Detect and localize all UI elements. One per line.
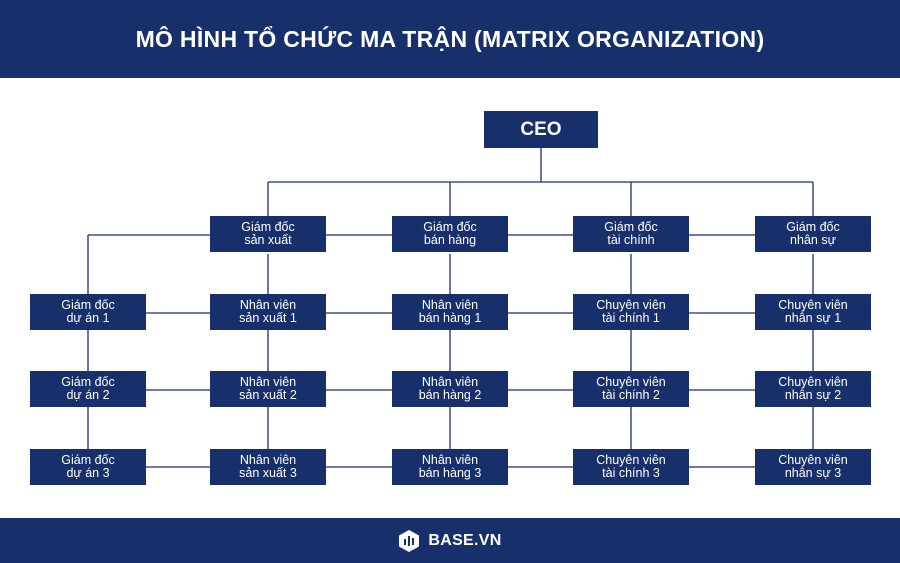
project-director-1-box: Giám đốc dự án 1 xyxy=(30,294,146,330)
sales-staff-2-line2: bán hàng 2 xyxy=(418,388,482,402)
project-director-3-line1: Giám đốc xyxy=(61,453,115,467)
production-staff-1-line1: Nhân viên xyxy=(239,298,297,312)
director-production-line2: sản xuất xyxy=(244,233,292,247)
production-staff-2-line1: Nhân viên xyxy=(239,375,297,389)
finance-specialist-3-line1: Chuyên viên xyxy=(596,453,666,467)
hr-specialist-3-line1: Chuyên viên xyxy=(778,453,848,467)
director-hr-line1: Giám đốc xyxy=(786,220,840,234)
sales-staff-1-line1: Nhân viên xyxy=(421,298,479,312)
project-director-2-line1: Giám đốc xyxy=(61,375,115,389)
production-staff-3-line2: sản xuất 3 xyxy=(239,466,297,480)
director-hr-box: Giám đốc nhân sự xyxy=(755,216,871,252)
hr-specialist-3-box: Chuyên viên nhân sự 3 xyxy=(755,449,871,485)
brand-name: BASE.VN xyxy=(428,531,502,549)
director-sales-line2: bán hàng xyxy=(423,233,477,247)
production-staff-3-box: Nhân viên sản xuất 3 xyxy=(210,449,326,485)
production-staff-2-box: Nhân viên sản xuất 2 xyxy=(210,371,326,407)
sales-staff-3-box: Nhân viên bán hàng 3 xyxy=(392,449,508,485)
hr-specialist-2-box: Chuyên viên nhân sự 2 xyxy=(755,371,871,407)
production-staff-3-line1: Nhân viên xyxy=(239,453,297,467)
hr-specialist-3-line2: nhân sự 3 xyxy=(784,466,842,480)
project-director-3-line2: dự án 3 xyxy=(66,466,110,480)
production-staff-1-line2: sản xuất 1 xyxy=(239,311,297,325)
project-director-2-line2: dự án 2 xyxy=(66,388,110,402)
director-sales-line1: Giám đốc xyxy=(423,220,477,234)
finance-specialist-1-line1: Chuyên viên xyxy=(596,298,666,312)
sales-staff-3-line2: bán hàng 3 xyxy=(418,466,482,480)
project-director-3-box: Giám đốc dự án 3 xyxy=(30,449,146,485)
hr-specialist-1-line2: nhân sự 1 xyxy=(784,311,842,325)
hr-specialist-1-box: Chuyên viên nhân sự 1 xyxy=(755,294,871,330)
page-title: MÔ HÌNH TỔ CHỨC MA TRẬN (MATRIX ORGANIZA… xyxy=(135,25,765,52)
hr-specialist-2-line1: Chuyên viên xyxy=(778,375,848,389)
director-sales-box: Giám đốc bán hàng xyxy=(392,216,508,252)
project-director-1-line2: dự án 1 xyxy=(66,311,110,325)
finance-specialist-2-line1: Chuyên viên xyxy=(596,375,666,389)
ceo-label: CEO xyxy=(520,119,562,140)
hr-specialist-2-line2: nhân sự 2 xyxy=(784,388,842,402)
director-finance-line1: Giám đốc xyxy=(604,220,658,234)
production-staff-2-line2: sản xuất 2 xyxy=(239,388,297,402)
hr-specialist-1-line1: Chuyên viên xyxy=(778,298,848,312)
sales-staff-2-line1: Nhân viên xyxy=(421,375,479,389)
finance-specialist-2-box: Chuyên viên tài chính 2 xyxy=(573,371,689,407)
project-director-2-box: Giám đốc dự án 2 xyxy=(30,371,146,407)
director-finance-box: Giám đốc tài chính xyxy=(573,216,689,252)
footer-bar: BASE.VN xyxy=(0,518,900,563)
brand-logo[interactable]: BASE.VN xyxy=(398,529,501,553)
finance-specialist-1-box: Chuyên viên tài chính 1 xyxy=(573,294,689,330)
sales-staff-3-line1: Nhân viên xyxy=(421,453,479,467)
sales-staff-1-line2: bán hàng 1 xyxy=(418,311,482,325)
director-hr-line2: nhân sự xyxy=(790,233,836,247)
sales-staff-2-box: Nhân viên bán hàng 2 xyxy=(392,371,508,407)
project-director-1-line1: Giám đốc xyxy=(61,298,115,312)
finance-specialist-1-line2: tài chính 1 xyxy=(602,311,660,325)
finance-specialist-3-line2: tài chính 3 xyxy=(602,466,660,480)
finance-specialist-3-box: Chuyên viên tài chính 3 xyxy=(573,449,689,485)
director-finance-line2: tài chính xyxy=(607,233,655,247)
production-staff-1-box: Nhân viên sản xuất 1 xyxy=(210,294,326,330)
director-production-line1: Giám đốc xyxy=(241,220,295,234)
ceo-box: CEO xyxy=(484,111,598,148)
finance-specialist-2-line2: tài chính 2 xyxy=(602,388,660,402)
sales-staff-1-box: Nhân viên bán hàng 1 xyxy=(392,294,508,330)
director-production-box: Giám đốc sản xuất xyxy=(210,216,326,252)
header-bar: MÔ HÌNH TỔ CHỨC MA TRẬN (MATRIX ORGANIZA… xyxy=(0,0,900,78)
base-logo-icon xyxy=(399,529,420,552)
